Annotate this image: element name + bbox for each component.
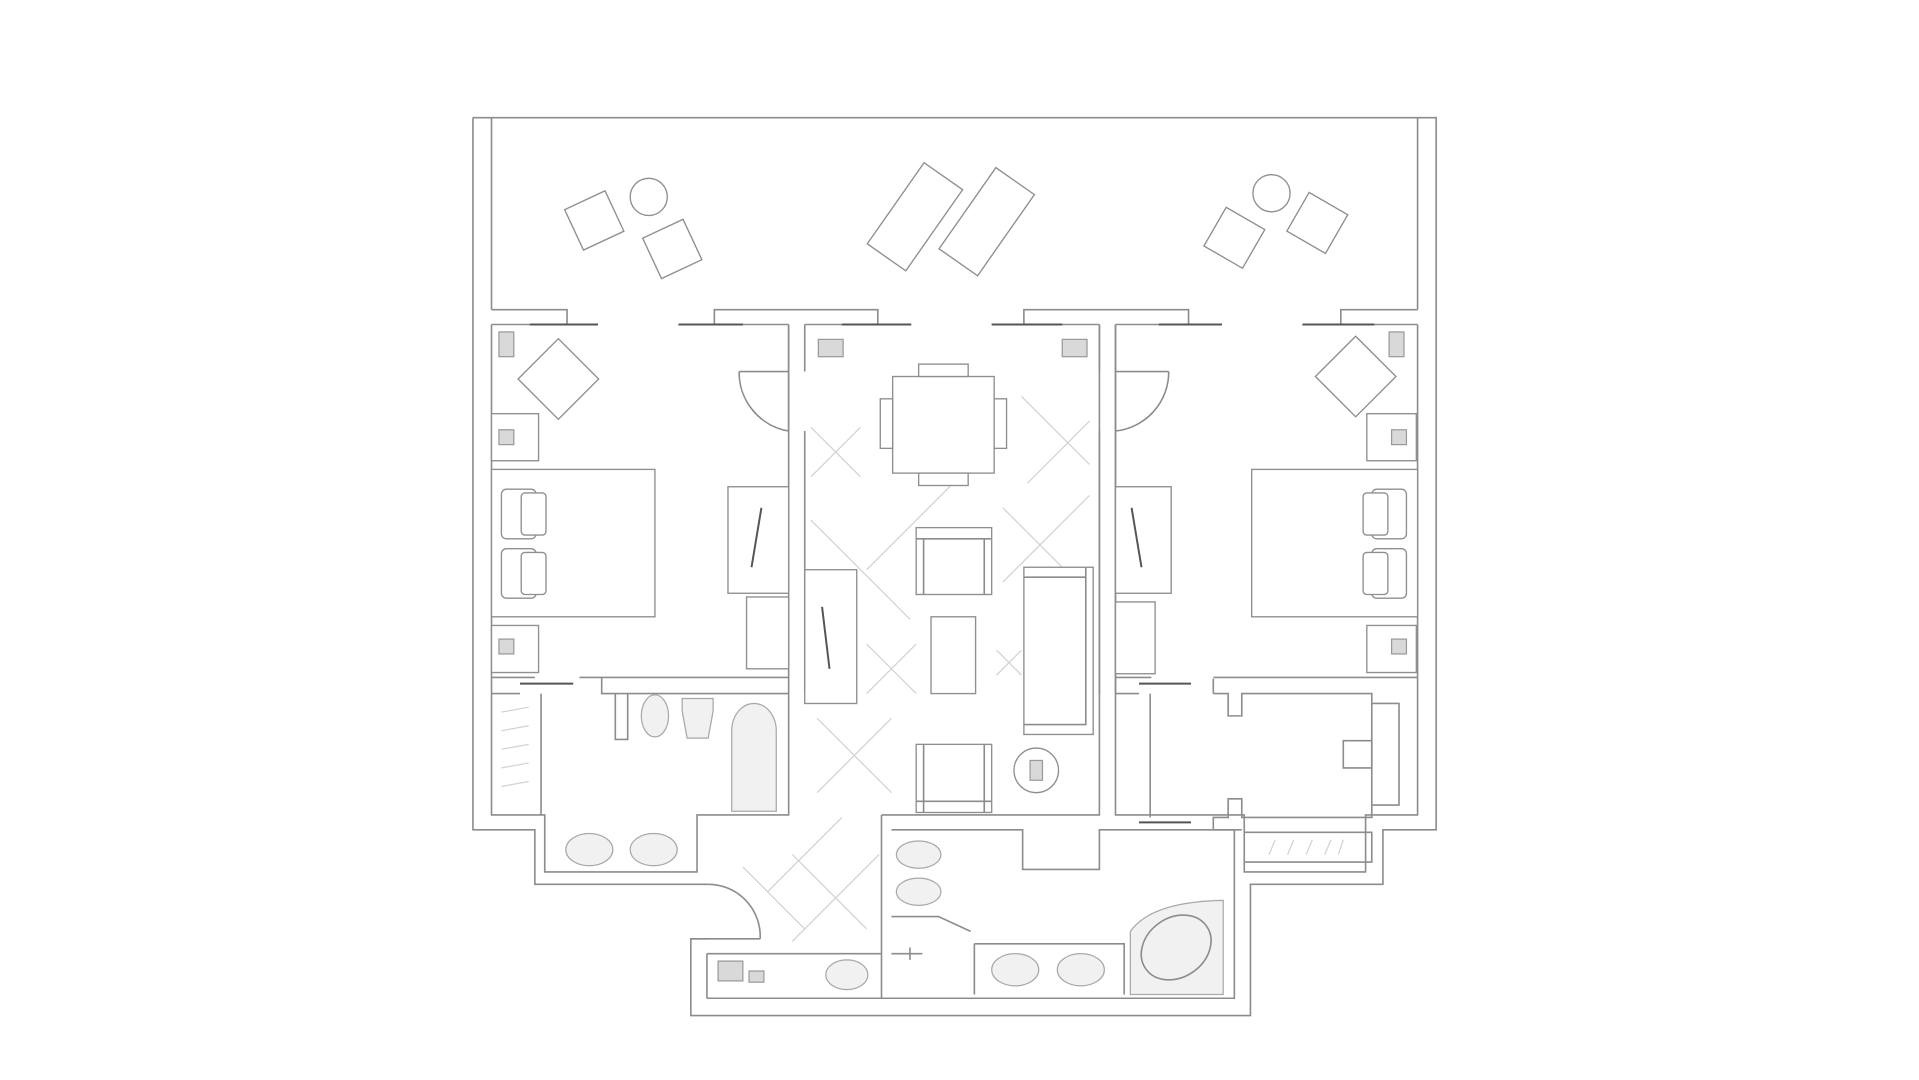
terrace-right-seating [1202,173,1349,270]
armchair-icon [915,743,993,814]
sun-lounger-icon [866,161,964,272]
main-bathroom [891,840,1224,996]
entry-hall [706,952,882,991]
toilet-icon [895,877,942,906]
toilet-icon [681,697,714,739]
coffee-table-icon [930,616,977,695]
lounge-chair-icon [1202,206,1266,270]
right-bedroom [1114,331,1419,675]
left-bathroom [565,694,777,867]
toilet-icon [640,694,670,738]
wardrobe-icon [727,486,790,594]
terrace-left-seating [563,177,703,280]
living-room [804,338,1094,814]
bathtub-icon [731,702,777,812]
sink-icon [991,953,1040,987]
lounge-chair-icon [641,218,703,280]
terrace-sun-loungers [866,161,1036,277]
interior-partitions [491,676,1418,863]
left-bedroom [490,331,790,674]
corner-bathtub-icon [1129,899,1224,996]
exterior-walls [472,116,1437,1017]
armchair-icon [1314,335,1397,418]
sun-lounger-icon [938,166,1036,277]
wardrobe-icon [1114,486,1172,594]
lounge-chair-icon [563,189,625,251]
tv-cabinet-icon [804,569,858,705]
sink-icon [565,832,614,867]
living-room-floor-tiles [742,395,1090,942]
sink-icon [629,832,678,867]
round-table-icon [629,177,668,217]
sink-icon [825,959,869,991]
armchair-icon [915,526,993,596]
dining-table-icon [891,375,995,474]
sofa-icon [1023,566,1094,736]
armchair-icon [517,337,600,421]
terrace-wall [491,308,1418,372]
toilet-icon [895,840,942,869]
round-table-icon [1252,173,1291,213]
lounge-chair-icon [1285,191,1349,255]
sink-icon [1056,953,1105,987]
